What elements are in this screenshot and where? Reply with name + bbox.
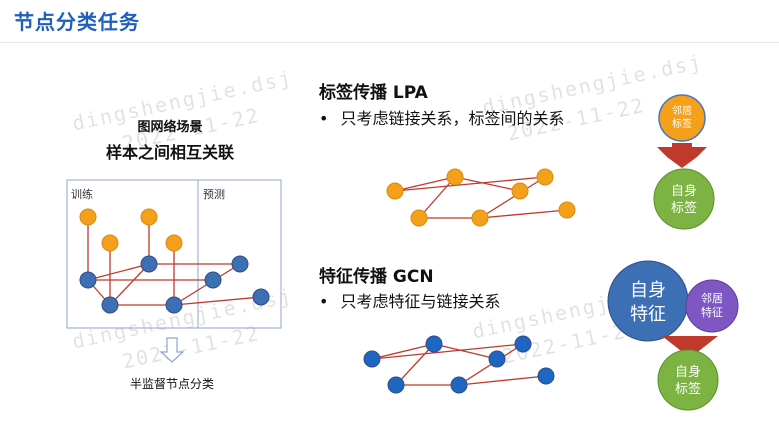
- node-blue: [363, 350, 381, 368]
- page-title: 节点分类任务: [14, 10, 140, 34]
- node-blue: [79, 271, 97, 289]
- self-feature-text-2: 特征: [630, 304, 666, 325]
- lpa-bullet: •只考虑链接关系，标签间的关系: [319, 109, 565, 128]
- labeled-node-orange: [140, 208, 158, 226]
- self-label-text-2: 标签: [671, 200, 697, 216]
- predict-label: 预测: [203, 188, 225, 201]
- neighbor-feature-circle: [685, 279, 739, 333]
- lpa-arrow-icon: [657, 147, 707, 168]
- node-blue: [231, 255, 249, 273]
- node-orange: [446, 168, 464, 186]
- neighbor-feature-text-1: 邻居: [701, 292, 723, 305]
- node-orange: [536, 168, 554, 186]
- predict-box: [197, 179, 282, 329]
- down-arrow-icon: [159, 337, 185, 363]
- gcn-title: 特征传播 GCN: [319, 267, 434, 287]
- lpa-title: 标签传播 LPA: [319, 83, 428, 103]
- gcn-self-label-text-2: 标签: [675, 381, 701, 397]
- scene-title: 图网络场景: [137, 120, 203, 135]
- neighbor-label-text-2: 标签: [672, 117, 692, 130]
- node-blue: [101, 296, 119, 314]
- self-label-text-1: 自身: [671, 183, 697, 199]
- scene-caption: 半监督节点分类: [129, 377, 214, 391]
- neighbor-feature-text-2: 特征: [701, 305, 723, 319]
- neighbor-label-text-1: 邻居: [672, 104, 692, 117]
- node-orange: [386, 182, 404, 200]
- lpa-edges: [394, 176, 568, 219]
- node-orange: [410, 209, 428, 227]
- neighbor-label-circle: [658, 94, 706, 142]
- self-label-circle: [653, 168, 715, 230]
- gcn-self-label-text-1: 自身: [675, 364, 701, 380]
- node-blue: [488, 350, 506, 368]
- scene-subtitle: 样本之间相互关联: [105, 143, 234, 162]
- node-blue: [165, 296, 183, 314]
- gcn-nodes: [363, 335, 555, 394]
- title-divider: [0, 42, 779, 43]
- node-blue: [537, 367, 555, 385]
- gcn-self-label-circle: [657, 349, 719, 411]
- lpa-bullet-text: 只考虑链接关系，标签间的关系: [340, 109, 565, 128]
- node-orange: [558, 201, 576, 219]
- node-blue: [204, 271, 222, 289]
- labeled-node-orange: [79, 208, 97, 226]
- node-orange: [471, 209, 489, 227]
- self-feature-circle: [607, 260, 689, 342]
- labeled-node-orange: [101, 234, 119, 252]
- node-blue: [252, 288, 270, 306]
- node-blue: [140, 255, 158, 273]
- node-blue: [514, 335, 532, 353]
- gcn-arrow-icon: [662, 336, 718, 358]
- node-blue: [450, 376, 468, 394]
- lpa-nodes: [386, 168, 576, 227]
- gcn-bullet: •只考虑特征与链接关系: [319, 292, 501, 311]
- node-orange: [511, 182, 529, 200]
- scene-nodes: [79, 208, 270, 314]
- train-label: 训练: [71, 188, 93, 201]
- node-blue: [387, 376, 405, 394]
- node-blue: [425, 335, 443, 353]
- self-feature-text-1: 自身: [630, 280, 666, 301]
- labeled-node-orange: [165, 234, 183, 252]
- gcn-bullet-text: 只考虑特征与链接关系: [340, 292, 501, 311]
